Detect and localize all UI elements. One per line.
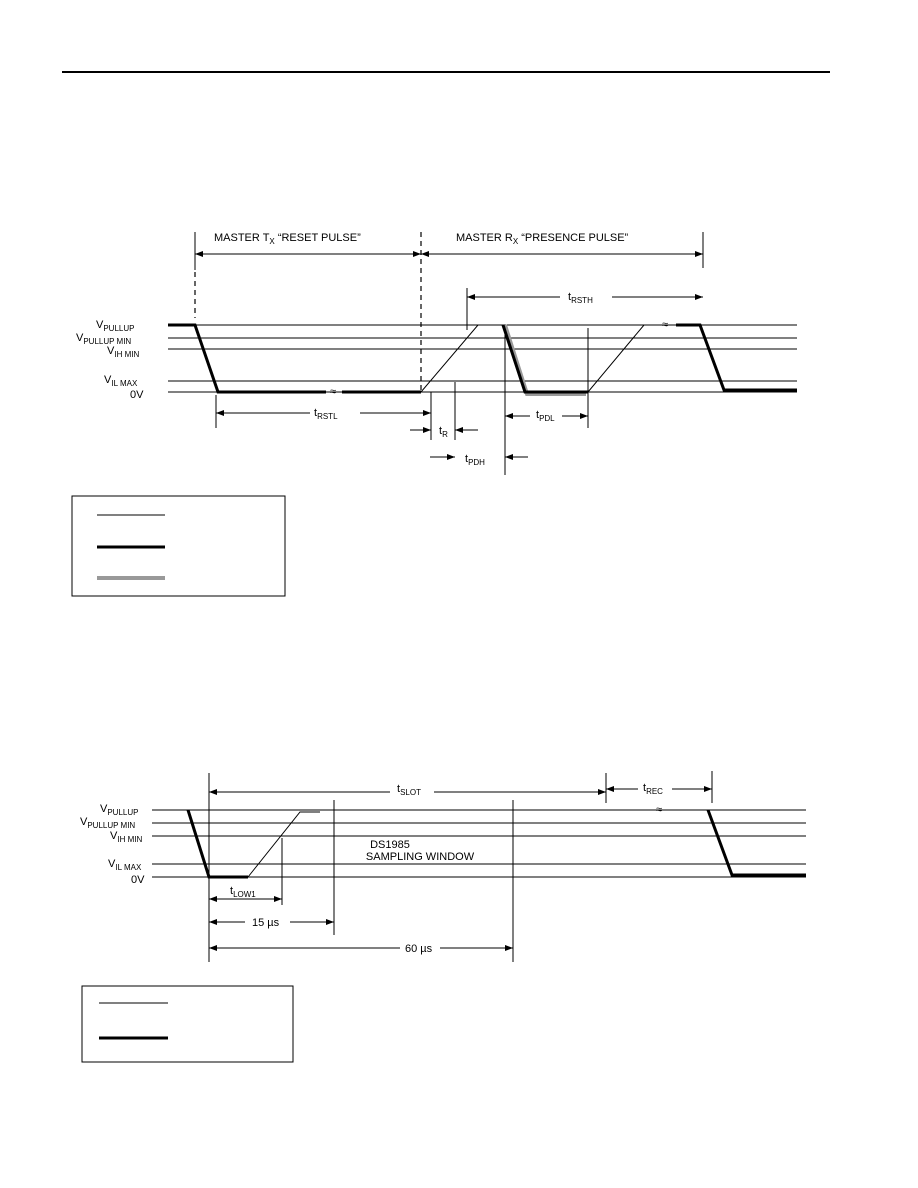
tpdh-label: tPDH	[465, 453, 485, 467]
legend-box-2	[81, 985, 294, 1063]
legend-box-1	[71, 495, 286, 597]
trec-label: tREC	[643, 782, 663, 796]
pullup-rise-2	[587, 324, 660, 393]
level-vpullup-min: VPULLUP MIN	[76, 332, 131, 346]
level2-vpullup: VPULLUP	[100, 803, 138, 817]
t15-label: 15 µs	[252, 917, 280, 929]
tslot-label: tSLOT	[397, 783, 421, 797]
master-rx-label: MASTER RX “PRESENCE PULSE”	[456, 232, 629, 246]
master-tx-label: MASTER TX “RESET PULSE”	[214, 232, 361, 246]
pullup-rise	[420, 324, 505, 393]
pullup-rise-write	[247, 811, 320, 878]
level-vil-max: VIL MAX	[104, 374, 138, 388]
break-symbol-1: ≈	[330, 386, 336, 398]
level2-vil-max: VIL MAX	[108, 858, 142, 872]
trstl-label: tRSTL	[314, 407, 338, 421]
master-presence-overlay	[501, 324, 588, 394]
reset-presence-timing-diagram: MASTER TX “RESET PULSE” MASTER RX “PRESE…	[71, 232, 797, 597]
master-next-slot	[676, 323, 797, 392]
sampling-window-line2: SAMPLING WINDOW	[366, 851, 475, 863]
trsth-label: tRSTH	[568, 291, 593, 305]
break-symbol-2: ≈	[662, 319, 668, 331]
level-0v: 0V	[130, 389, 144, 401]
tpdl-label: tPDL	[536, 409, 555, 423]
tr-label: tR	[439, 425, 448, 439]
t60-label: 60 µs	[405, 943, 433, 955]
level-vih-min: VIH MIN	[107, 345, 139, 359]
master-write-one-waveform	[186, 809, 248, 879]
sampling-window-line1: DS1985	[370, 839, 410, 851]
tlow1-label: tLOW1	[230, 885, 256, 899]
break-symbol-3: ≈	[656, 804, 662, 816]
master-reset-waveform	[168, 323, 326, 394]
master-next-slot-2	[706, 809, 806, 877]
level-vpullup: VPULLUP	[96, 319, 134, 333]
level2-0v: 0V	[131, 874, 145, 886]
slave-presence-waveform	[503, 324, 586, 396]
level2-vih-min: VIH MIN	[110, 830, 142, 844]
level2-vpullup-min: VPULLUP MIN	[80, 816, 135, 830]
write-one-time-slot-diagram: tSLOT tREC VPULLUP VPULLUP MIN VIH MIN V…	[80, 771, 806, 1063]
